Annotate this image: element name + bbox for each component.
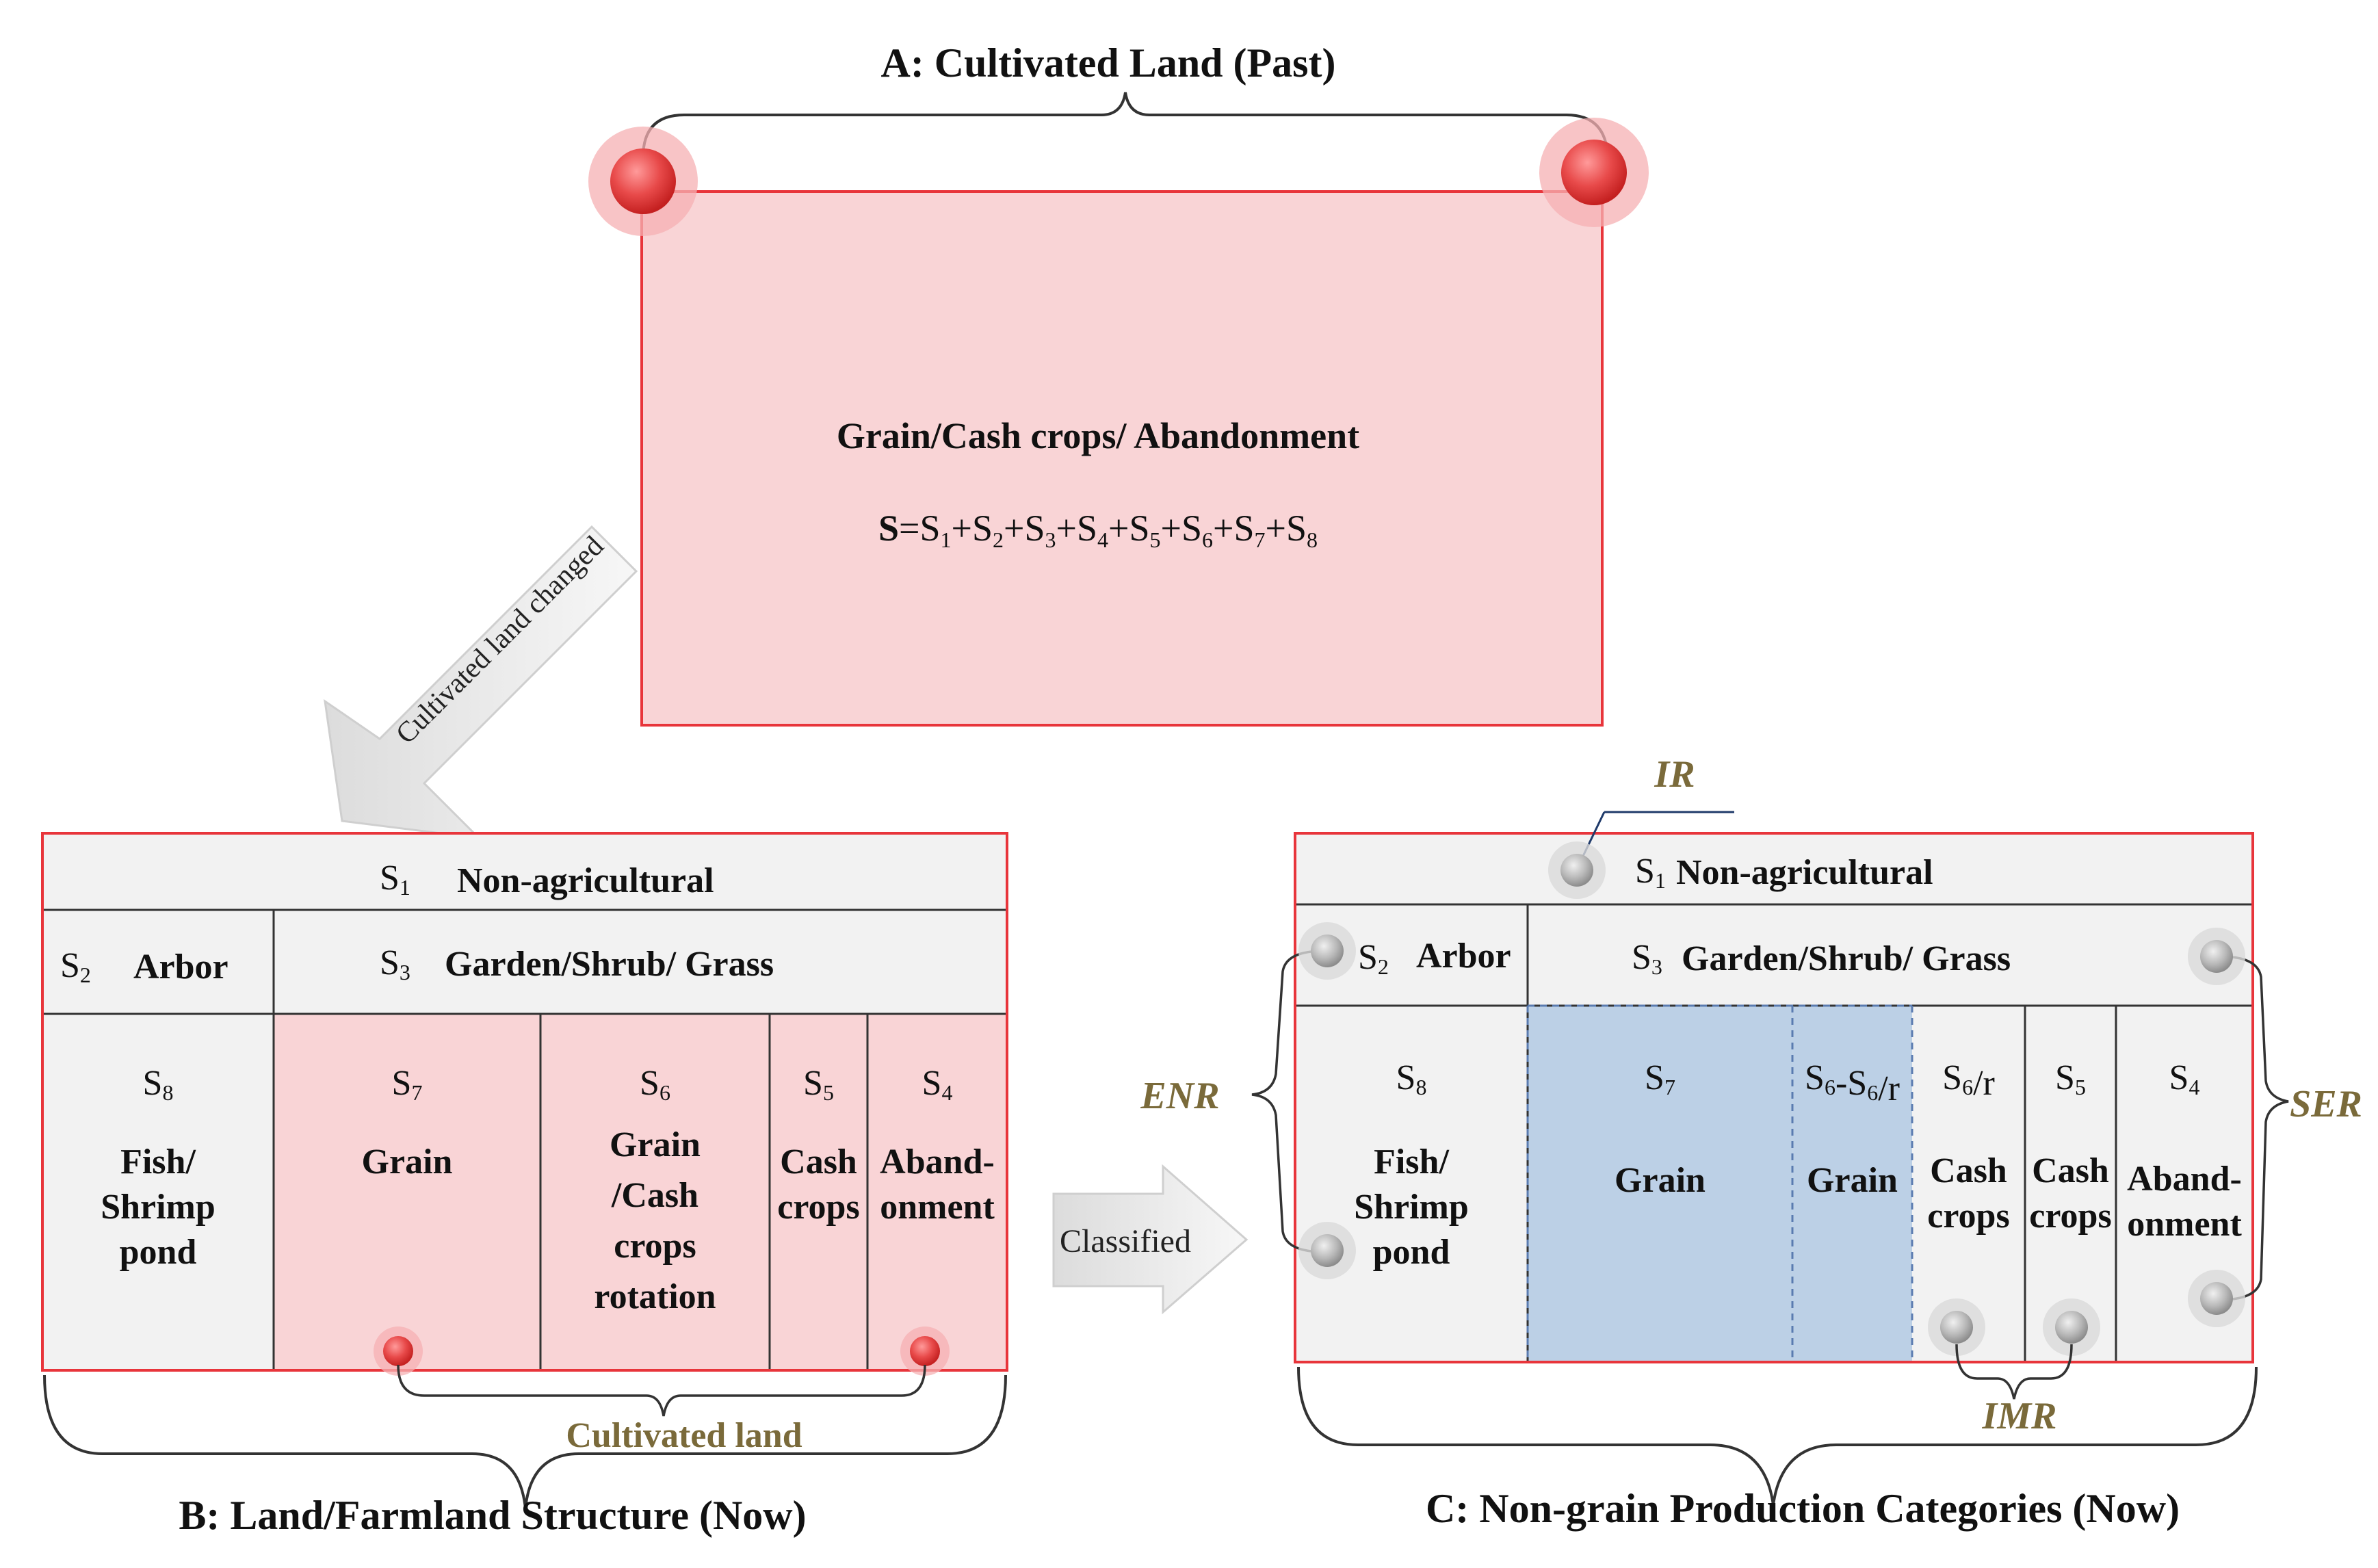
enr-dot-top (1298, 922, 1356, 980)
panel-b-title: B: Land/Farmland Structure (Now) (179, 1493, 806, 1538)
panel-b-cultivated-label: Cultivated land (566, 1416, 802, 1455)
panel-c-cell-1-sym: S7 (1645, 1058, 1675, 1099)
panel-b-cell-3-label-line-0: Cash (780, 1142, 857, 1181)
enr-brace (1251, 950, 1324, 1253)
arrow-classified-label: Classified (1060, 1223, 1191, 1259)
panel-c-cell-4-sym: S5 (2055, 1058, 2086, 1099)
panel-c-cell-4-label-line-1: crops (2029, 1197, 2111, 1236)
ser-brace (2219, 955, 2289, 1301)
panel-b-cell-0-label-line-0: Fish/ (120, 1142, 196, 1181)
panel-b-cultivated-area (274, 1014, 1007, 1370)
panel-c-s2-sym: S2 (1358, 938, 1389, 979)
panel-c-s1-sym: S1 (1635, 852, 1666, 893)
panel-c-s3-label: Garden/Shrub/ Grass (1682, 939, 2011, 978)
ser-dot-bottom (2188, 1270, 2245, 1327)
panel-b-cell-0-label-line-1: Shrimp (101, 1188, 215, 1227)
panel-c-brace (1297, 1366, 2258, 1506)
panel-c-cell-3-label-line-1: crops (1927, 1197, 2009, 1236)
panel-c-grain-area (1528, 1006, 1912, 1362)
panel-c-cell-0-label-line-0: Fish/ (1374, 1142, 1449, 1181)
panel-a-formula: S=S1+S2+S3+S4+S5+S6+S7+S8 (878, 508, 1318, 552)
imr-bracket (1955, 1344, 2073, 1400)
panel-b-cell-1-sym: S7 (392, 1064, 423, 1105)
ir-label: IR (1654, 753, 1695, 796)
panel-b-cell-2-label-line-1: /Cash (611, 1176, 698, 1215)
panel-b-cell-0-label-line-2: pond (120, 1233, 197, 1272)
panel-c: S1 Non-agricultural S2 Arbor S3 Garden/S… (1140, 753, 2362, 1531)
enr-dot-bottom (1298, 1222, 1356, 1279)
panel-b-s3-label: Garden/Shrub/ Grass (445, 945, 774, 984)
arrow-changed-label: Cultivated land changed (390, 530, 610, 750)
panel-b-dot-right (900, 1327, 950, 1376)
arrow-classified: Classified (1052, 1164, 1249, 1315)
panel-c-cell-3-label-line-0: Cash (1930, 1151, 2007, 1190)
ser-label: SER (2290, 1083, 2362, 1125)
panel-c-cell-0-label-line-2: pond (1373, 1233, 1450, 1272)
panel-b-cell-2-label-line-2: crops (614, 1227, 696, 1266)
panel-b-s2-sym: S2 (60, 946, 91, 987)
panel-b-s2-label: Arbor (133, 948, 228, 986)
panel-a: A: Cultivated Land (Past) Grain/Cash cro… (588, 40, 1649, 727)
panel-c-title: C: Non-grain Production Categories (Now) (1426, 1486, 2180, 1531)
panel-c-cell-2-label-line-0: Grain (1807, 1161, 1898, 1200)
panel-b-cultivated-bracket (397, 1364, 926, 1417)
panel-c-cell-1-label-line-0: Grain (1615, 1161, 1706, 1200)
panel-b-brace (43, 1374, 1007, 1509)
panel-a-title: A: Cultivated Land (Past) (880, 40, 1335, 86)
panel-c-cell-5-label-line-0: Aband- (2127, 1160, 2242, 1199)
panel-a-brace (642, 92, 1609, 158)
panel-c-cell-5-sym: S4 (2169, 1058, 2200, 1099)
panel-c-cell-3-sym: S6/r (1942, 1058, 1995, 1103)
ir-dot (1548, 841, 1606, 899)
panel-b-cell-2-label-line-3: rotation (594, 1277, 716, 1316)
panel-b-cell-4-sym: S4 (922, 1064, 953, 1105)
panel-b-cell-0-sym: S8 (143, 1064, 174, 1105)
imr-label: IMR (1982, 1395, 2057, 1437)
panel-b-cell-3-label-line-1: crops (777, 1188, 859, 1227)
panel-b: S1 Non-agricultural S2 Arbor S3 Garden/S… (41, 832, 1008, 1538)
panel-b-cell-2-label-line-0: Grain (610, 1125, 701, 1164)
panel-b-s3-sym: S3 (380, 943, 410, 984)
panel-b-s1-sym: S1 (380, 859, 410, 900)
panel-c-cell-0-sym: S8 (1396, 1058, 1427, 1099)
panel-b-dot-left (374, 1327, 423, 1376)
panel-c-border (1294, 832, 2254, 1363)
imr-dot-right (2043, 1298, 2100, 1356)
panel-c-s2-label: Arbor (1416, 937, 1511, 976)
imr-dot-left (1928, 1298, 1985, 1356)
panel-b-cell-4-label-line-1: onment (880, 1188, 995, 1227)
panel-c-s3-sym: S3 (1632, 938, 1662, 979)
panel-b-cell-3-sym: S5 (803, 1064, 834, 1105)
panel-b-cell-4-label-line-0: Aband- (880, 1142, 995, 1181)
panel-b-cell-1-label-line-0: Grain (362, 1142, 453, 1181)
panel-a-dot-right (1539, 118, 1649, 227)
panel-a-box (640, 190, 1604, 727)
ser-dot-top (2188, 928, 2245, 985)
panel-b-s1-label: Non-agricultural (457, 861, 714, 900)
panel-c-cell-0-label-line-1: Shrimp (1354, 1188, 1469, 1227)
enr-label: ENR (1140, 1075, 1219, 1117)
panel-c-s1-label: Non-agricultural (1676, 853, 1933, 892)
panel-c-cell-2-sym: S6-S6/r (1805, 1058, 1900, 1108)
panel-b-cell-2-sym: S6 (640, 1064, 670, 1105)
panel-a-main-label: Grain/Cash crops/ Abandonment (837, 415, 1359, 456)
panel-c-cell-5-label-line-1: onment (2127, 1205, 2242, 1244)
arrow-cultivated-land-changed: Cultivated land changed (324, 525, 638, 840)
panel-c-cell-4-label-line-0: Cash (2032, 1151, 2109, 1190)
panel-a-dot-left (588, 127, 698, 236)
panel-b-border (41, 832, 1008, 1372)
